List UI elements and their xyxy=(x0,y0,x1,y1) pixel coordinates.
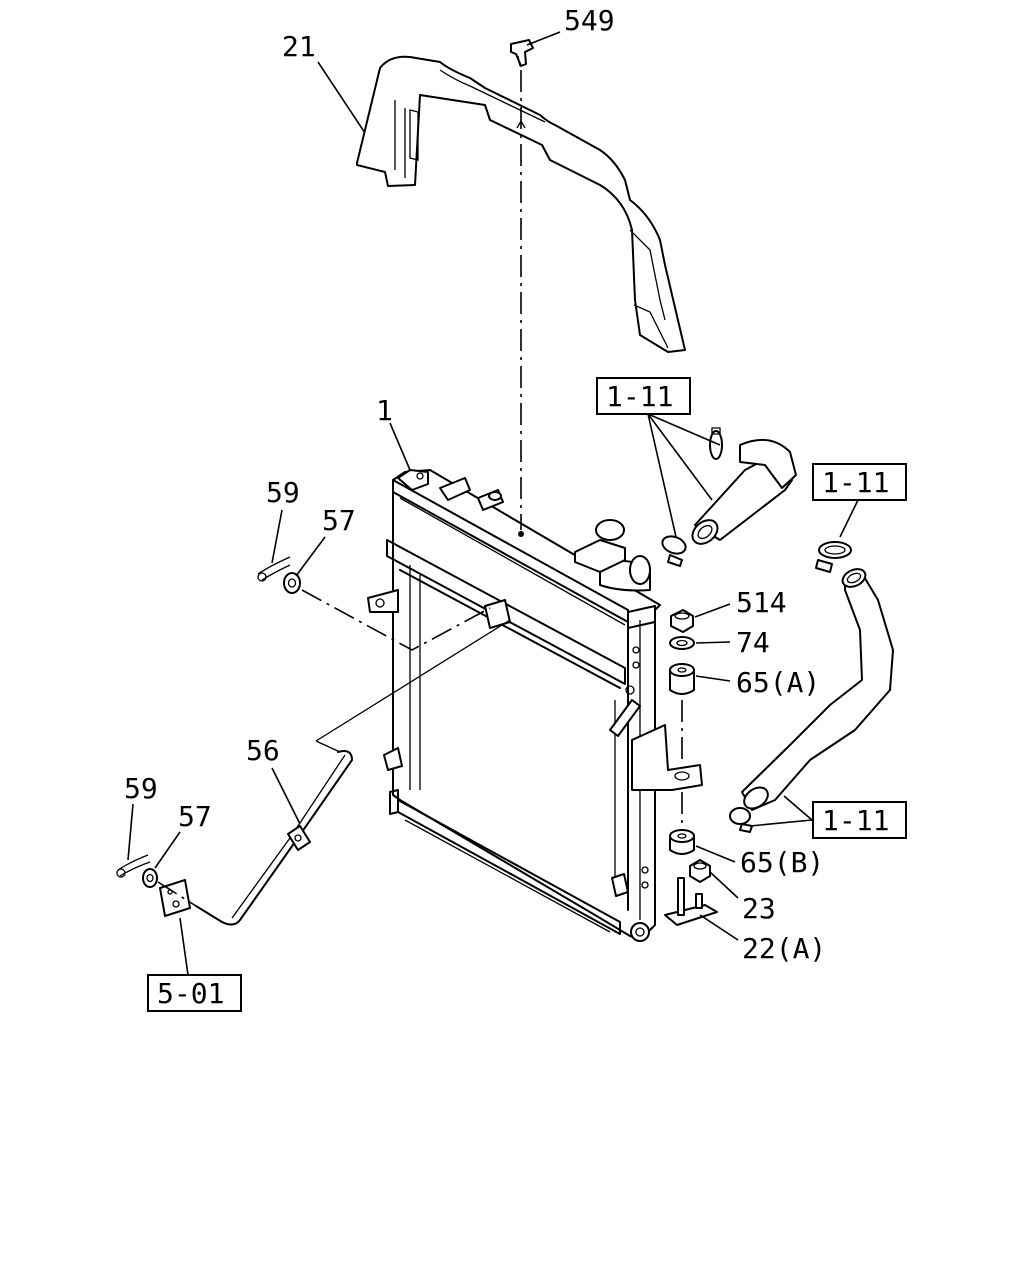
lower-radiator-hose xyxy=(741,568,894,811)
callout-56: 56 xyxy=(246,734,280,767)
hose-clamp-upper-2 xyxy=(661,535,687,567)
part-1-radiator xyxy=(367,469,661,942)
callout-59-upper: 59 xyxy=(266,476,300,509)
callout-57-upper: 57 xyxy=(322,504,356,537)
reference-label: 1-11 xyxy=(822,466,889,499)
part-549-clip xyxy=(510,39,534,67)
part-65b-rubber-mount xyxy=(669,829,695,855)
part-57-washer-upper xyxy=(283,572,301,594)
callout-514: 514 xyxy=(736,586,787,619)
upper-radiator-hose xyxy=(691,438,797,545)
assembly-line-59-upper xyxy=(301,589,491,651)
callout-21: 21 xyxy=(282,30,316,63)
assembly-line-59-lower xyxy=(157,881,197,907)
reference-box-lower[interactable]: 1-11 xyxy=(812,801,907,839)
reference-box-bottom[interactable]: 5-01 xyxy=(147,974,242,1012)
hose-clamp-upper-1 xyxy=(709,427,723,460)
part-21-upper-bracket xyxy=(356,55,686,353)
part-65a-rubber-mount xyxy=(669,663,695,695)
callout-74: 74 xyxy=(736,626,770,659)
part-74-washer xyxy=(669,636,695,650)
callout-59-lower: 59 xyxy=(124,772,158,805)
reference-box-top[interactable]: 1-11 xyxy=(596,377,691,415)
radiator-mount-bracket xyxy=(631,724,703,791)
callout-57-lower: 57 xyxy=(178,800,212,833)
part-59-clip-lower xyxy=(116,854,151,878)
reference-label: 5-01 xyxy=(157,977,224,1010)
callout-65b: 65(B) xyxy=(740,846,824,879)
reference-box-right[interactable]: 1-11 xyxy=(812,463,907,501)
callout-22a: 22(A) xyxy=(742,932,826,965)
part-59-clip-upper xyxy=(257,556,291,582)
part-23-nut xyxy=(689,859,711,883)
part-57-washer-lower xyxy=(142,868,158,888)
callout-549: 549 xyxy=(564,4,615,37)
callout-65a: 65(A) xyxy=(736,666,820,699)
hose-clamp-lower-1 xyxy=(815,541,852,573)
reference-label: 1-11 xyxy=(606,380,673,413)
part-514-nut xyxy=(670,609,694,633)
reference-label: 1-11 xyxy=(822,804,889,837)
part-22a-stud xyxy=(664,877,718,926)
hose-clamp-lower-2 xyxy=(729,807,753,833)
callout-23: 23 xyxy=(742,892,776,925)
part-56-overflow-pipe xyxy=(159,750,353,926)
callout-1: 1 xyxy=(376,394,393,427)
leader-lines xyxy=(127,31,859,976)
